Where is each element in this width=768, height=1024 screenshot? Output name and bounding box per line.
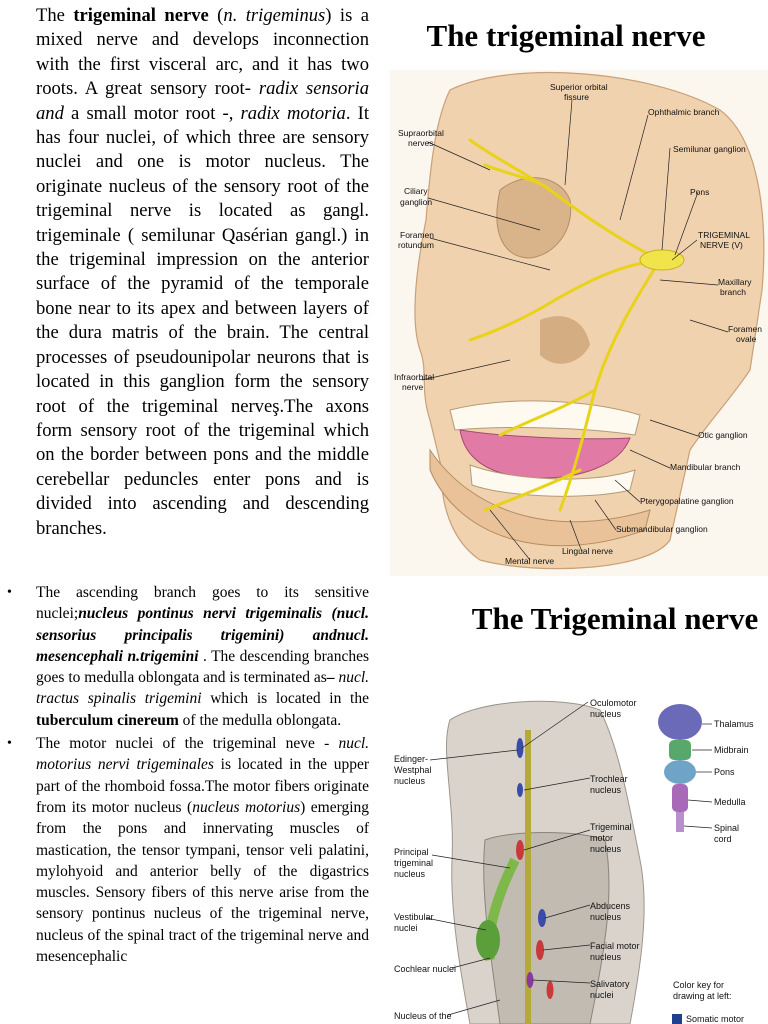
label-salivatory-2: nuclei (590, 990, 614, 1000)
brainstem-nuclei-illustration: Oculomotor nucleus Edinger- Westphal nuc… (390, 690, 768, 1024)
text-run: . The descending branches goes to medull… (36, 647, 369, 687)
label-facial: Facial motor (590, 941, 640, 951)
label-spinal-2: cord (714, 834, 732, 844)
label-supraorbital: Supraorbital (398, 128, 444, 138)
term-trigeminal-nerve: trigeminal nerve (73, 5, 209, 26)
label-spinal: Spinal (714, 823, 739, 833)
text-run: a small motor root -, (63, 102, 241, 124)
label-vestibular: Vestibular (394, 912, 434, 922)
label-oculomotor-2: nucleus (590, 709, 622, 719)
label-mental: Mental nerve (505, 556, 554, 566)
text-run: ( (208, 5, 224, 26)
label-infraorbital: Infraorbital (394, 372, 434, 382)
label-vestibular-2: nuclei (394, 923, 418, 933)
term-motor-nucleus: nucl. motorius nervi trigeminales (36, 735, 369, 774)
article-text: The trigeminal nerve (n. trigeminus) is … (7, 4, 369, 965)
term-tuberculum: tuberculum cinereum (36, 711, 179, 729)
intro-paragraph: The trigeminal nerve (n. trigeminus) is … (36, 4, 369, 578)
text-run: The (36, 5, 74, 26)
title-bottom: The Trigeminal nerve (471, 601, 759, 636)
label-trigeminal-motor: Trigeminal (590, 822, 632, 832)
bullet-motor-nuclei: The motor nuclei of the trigeminal neve … (7, 733, 370, 967)
label-principal-2: trigeminal (394, 858, 433, 868)
label-salivatory: Salivatory (590, 979, 630, 989)
label-sup-orbital-2: fissure (564, 92, 589, 102)
title-top: The trigeminal nerve (426, 18, 706, 53)
label-oculomotor: Oculomotor (590, 698, 637, 708)
label-somatic-motor: Somatic motor (686, 1014, 744, 1024)
term-radix-motoria: radix motoria (240, 102, 346, 124)
text-run: The ascending branch goes to its sensiti… (36, 584, 369, 623)
term-spinal-nucleus: nucl. tractus spinalis trigemini (36, 669, 369, 708)
label-submandibular: Submandibular ganglion (616, 524, 708, 534)
label-trigeminal-nerve: TRIGEMINAL (698, 230, 750, 240)
text-run: ) emerging from the pons and innervating… (36, 798, 370, 966)
label-foramen-ovale: Foramen (728, 324, 762, 334)
label-foramen-ovale-2: ovale (736, 334, 757, 344)
text-run: which is located in the (201, 690, 369, 708)
label-abducens: Abducens (590, 901, 631, 911)
label-lingual: Lingual nerve (562, 546, 613, 556)
label-trochlear-2: nucleus (590, 785, 622, 795)
label-pons-key: Pons (714, 767, 735, 777)
text-run: The motor nuclei of the trigeminal neve … (36, 735, 339, 753)
label-principal-3: nucleus (394, 869, 426, 879)
label-supraorbital-2: nerves (408, 138, 434, 148)
label-thalamus: Thalamus (714, 719, 754, 729)
skull-nerve-illustration: Superior orbital fissure Ophthalmic bran… (390, 70, 768, 576)
term-radix-sensoria: radix sensoria and (36, 78, 369, 124)
label-sup-orbital: Superior orbital (550, 82, 608, 92)
text-run: – (326, 669, 339, 687)
label-edinger-2: Westphal (394, 765, 431, 775)
label-ciliary-2: ganglion (400, 197, 432, 207)
label-trigeminal-motor-2: motor (590, 833, 613, 843)
label-nucleus-of-the: Nucleus of the (394, 1011, 452, 1021)
label-semilunar: Semilunar ganglion (673, 144, 746, 154)
label-trigeminal-motor-3: nucleus (590, 844, 622, 854)
label-abducens-2: nucleus (590, 912, 622, 922)
label-color-key-2: drawing at left: (673, 991, 732, 1001)
label-pterygopalatine: Pterygopalatine ganglion (640, 496, 734, 506)
label-maxillary-2: branch (720, 287, 746, 297)
term-nucleus-motorius: nucleus motorius (192, 798, 301, 816)
text-run: . It has four nuclei, of which three are… (36, 102, 369, 539)
label-otic: Otic ganglion (698, 430, 748, 440)
bullet-list: The ascending branch goes to its sensiti… (7, 582, 370, 969)
bullet-ascending-branch: The ascending branch goes to its sensiti… (7, 582, 369, 731)
label-cochlear: Cochlear nuclei (394, 964, 456, 974)
label-infraorbital-2: nerve (402, 382, 424, 392)
term-nuclei: nucleus pontinus nervi trigeminalis (nuc… (36, 605, 369, 665)
label-ophthalmic: Ophthalmic branch (648, 107, 720, 117)
text-run: ) is a mixed nerve and develops inconnec… (36, 5, 369, 100)
text-run: is located in the upper part of the rhom… (36, 756, 369, 816)
label-ciliary: Ciliary (404, 186, 428, 196)
term-latin: n. trigeminus (223, 5, 326, 26)
label-medulla: Medulla (714, 797, 746, 807)
label-principal: Principal (394, 847, 429, 857)
text-run: of the medulla oblongata. (178, 711, 342, 729)
label-edinger: Edinger- (394, 754, 428, 764)
label-midbrain: Midbrain (714, 745, 749, 755)
label-pons: Pons (690, 187, 709, 197)
label-mandibular: Mandibular branch (670, 462, 741, 472)
label-foramen-rotundum-2: rotundum (398, 240, 434, 250)
label-foramen-rotundum: Foramen (400, 230, 434, 240)
label-trochlear: Trochlear (590, 774, 628, 784)
label-maxillary: Maxillary (718, 277, 752, 287)
label-trigeminal-nerve-2: NERVE (V) (700, 240, 743, 250)
label-facial-2: nucleus (590, 952, 622, 962)
label-edinger-3: nucleus (394, 776, 426, 786)
label-color-key: Color key for (673, 980, 724, 990)
